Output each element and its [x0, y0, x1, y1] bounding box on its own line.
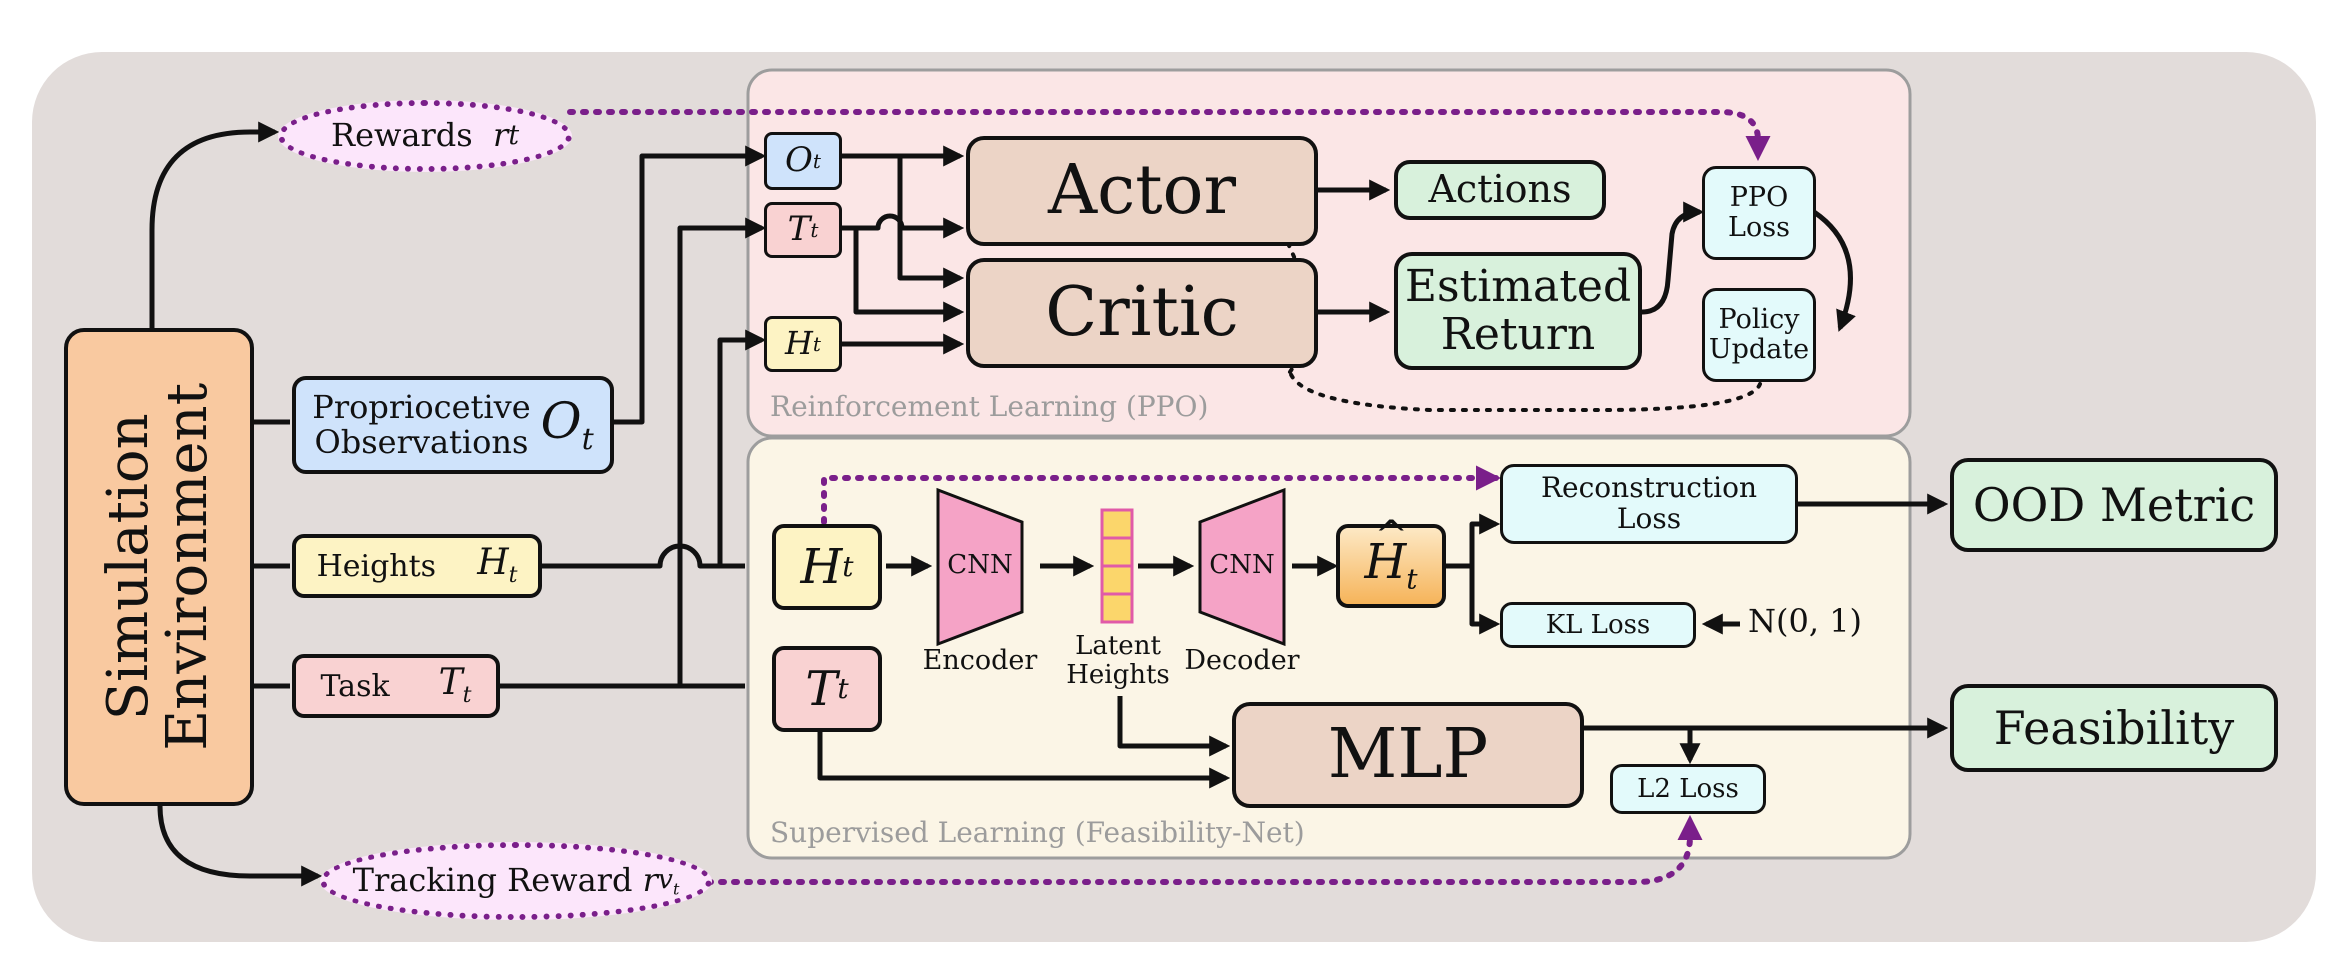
decoder-cnn-label: CNN: [1209, 550, 1275, 580]
latent-heights-label: Latent Heights: [1060, 632, 1176, 689]
sim-env-line2: Environment: [155, 383, 221, 751]
tracking-reward-label: Tracking Reward: [352, 861, 633, 900]
policy-update-line2: Update: [1708, 334, 1810, 365]
sl-tt-symbol: T: [805, 660, 838, 717]
task-symbol: T: [438, 662, 463, 704]
rl-tt-sub: t: [810, 218, 819, 242]
ppo-loss-line2: Loss: [1728, 212, 1790, 243]
estimated-return-box: Estimated Return: [1394, 252, 1642, 370]
sl-region-label: Supervised Learning (Feasibility-Net): [770, 816, 1305, 849]
sl-tt-sub: t: [837, 671, 849, 705]
actor-box: Actor: [966, 136, 1318, 246]
task-box: Task Tt: [292, 654, 500, 718]
ppo-loss-box: PPO Loss: [1702, 166, 1816, 260]
rl-ot-symbol: O: [785, 140, 813, 181]
decoder-cnn-shape: [1198, 487, 1286, 647]
arrow-sim-to-tracking: [157, 805, 323, 887]
decoder-label: Decoder: [1184, 645, 1300, 676]
kl-loss-box: KL Loss: [1500, 602, 1696, 648]
latent-label-line2: Heights: [1066, 659, 1170, 690]
ppo-to-policy: [1812, 209, 1856, 332]
policy-update-box: Policy Update: [1702, 288, 1816, 382]
reconstruction-loss-box: Reconstruction Loss: [1500, 464, 1798, 544]
simulation-environment-label: Simulation Environment: [96, 383, 221, 751]
sim-env-line1: Simulation: [96, 413, 162, 721]
reconstruction-loss-line1: Reconstruction: [1540, 471, 1758, 505]
tracking-to-l2: [705, 814, 1703, 885]
latent-to-mlp: [1117, 696, 1231, 757]
tracking-reward-sub: v: [657, 863, 673, 895]
task-label: Task: [320, 668, 390, 704]
latent-stack: [1100, 508, 1134, 624]
tt-to-actor: [842, 213, 965, 239]
critic-box: Critic: [966, 258, 1318, 368]
feasibility-box: Feasibility: [1950, 684, 2278, 772]
line-heights-main: [540, 543, 745, 569]
policy-update-line1: Policy: [1718, 304, 1800, 336]
actions-box: Actions: [1394, 160, 1606, 220]
rewards-symbol: r: [493, 116, 509, 155]
h-hat-sub: t: [1406, 562, 1418, 596]
proprio-line1: Propriocetive: [312, 387, 531, 426]
reconstruction-loss-line2: Loss: [1616, 502, 1682, 535]
ood-metric-box: OOD Metric: [1950, 458, 2278, 552]
tt-to-critic: [853, 228, 965, 323]
proprio-sub: t: [581, 422, 594, 457]
simulation-environment-box: Simulation Environment: [64, 328, 254, 806]
proprio-line2: Observations: [314, 423, 529, 461]
heights-label: Heights: [316, 548, 437, 584]
line-proprio-to-ot: [612, 145, 767, 425]
return-to-ppo: [1641, 201, 1705, 315]
rewards-label: Rewards: [330, 116, 473, 155]
heights-symbol: H: [477, 542, 509, 584]
hhat-to-kl: [1469, 566, 1501, 635]
normal-prior-label: N(0, 1): [1748, 602, 1863, 640]
ppo-loss-line1: PPO: [1729, 182, 1789, 214]
encoder-cnn-shape: [936, 487, 1024, 647]
arrow-sim-to-rewards: [149, 121, 280, 328]
mlp-box: MLP: [1232, 702, 1584, 808]
hhat-to-losses: [1446, 513, 1501, 569]
ot-to-critic: [897, 156, 965, 289]
rewards-sub: t: [508, 120, 520, 152]
tracking-reward-subsub: t: [672, 878, 680, 898]
sl-ht-sub: t: [842, 549, 854, 583]
sl-h-to-recon: [821, 465, 1502, 525]
task-sub: t: [462, 683, 472, 709]
l2-loss-box: L2 Loss: [1610, 764, 1766, 814]
encoder-label: Encoder: [922, 645, 1038, 676]
encoder-cnn-label: CNN: [947, 550, 1013, 580]
line-task-to-rl: [677, 217, 767, 686]
sl-ht-symbol: H: [800, 538, 843, 595]
estimated-return-line1: Estimated: [1404, 260, 1632, 312]
rl-ot-sub: t: [812, 149, 821, 173]
rl-tt-symbol: T: [787, 209, 811, 250]
h-hat-box: ^ Ht: [1336, 514, 1446, 608]
h-hat-symbol: H: [1364, 534, 1407, 591]
h-hat-hat: ^: [1374, 513, 1408, 560]
latent-label-line1: Latent: [1075, 631, 1161, 661]
rl-region-label: Reinforcement Learning (PPO): [770, 390, 1209, 423]
proprio-symbol: O: [540, 392, 582, 450]
rl-ht-sub: t: [812, 332, 821, 356]
heights-sub: t: [508, 563, 518, 589]
tracking-reward-symbol: r: [642, 861, 658, 900]
heights-box: Heights Ht: [292, 534, 542, 598]
estimated-return-line2: Return: [1440, 309, 1596, 360]
sl-t-to-mlp: [817, 730, 1231, 789]
proprioceptive-box: Propriocetive Observations Ot: [292, 376, 614, 474]
line-heights-to-rl: [717, 329, 767, 566]
rl-ht-symbol: H: [785, 324, 813, 363]
